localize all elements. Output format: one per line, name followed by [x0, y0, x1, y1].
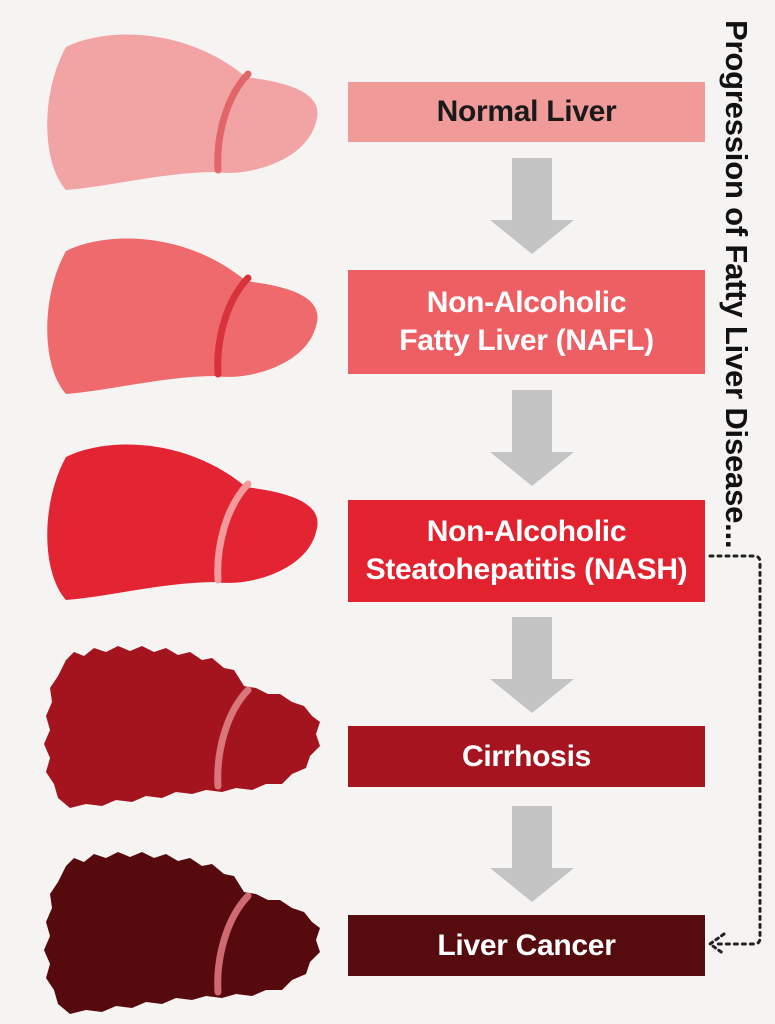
stage-box-liver-cancer: Liver Cancer: [348, 915, 705, 976]
stage-box-normal-liver: Normal Liver: [348, 82, 705, 142]
stage-box-cirrhosis: Cirrhosis: [348, 726, 705, 787]
stage-label-line: Cirrhosis: [461, 739, 591, 773]
liver-cirrhosis-icon: [44, 646, 320, 808]
down-arrow-icon: [490, 158, 574, 254]
stage-label-line: Steatohepatitis (NASH): [365, 553, 688, 586]
liver-normal-icon: [47, 34, 318, 190]
down-arrow-icon: [490, 390, 574, 486]
down-arrow-icon: [490, 617, 574, 713]
stage-box-nash: Non-Alcoholic Steatohepatitis (NASH): [348, 500, 705, 602]
stage-label-line: Liver Cancer: [437, 928, 616, 962]
stage-label-line: Non-Alcoholic: [426, 286, 627, 319]
side-title: Progression of Fatty Liver Disease...: [708, 20, 764, 550]
down-arrow-icon: [490, 806, 574, 902]
stage-label-line: Non-Alcoholic: [426, 515, 627, 548]
stage-label-line: Fatty Liver (NAFL): [399, 324, 654, 357]
liver-nafl-icon: [47, 238, 318, 394]
dotted-connector-arrow-icon: [707, 554, 762, 956]
side-title-text: Progression of Fatty Liver Disease...: [719, 20, 754, 549]
stage-box-nafl: Non-Alcoholic Fatty Liver (NAFL): [348, 270, 705, 374]
liver-nash-icon: [47, 444, 318, 600]
stage-label-line: Normal Liver: [436, 95, 617, 128]
liver-cancer-icon: [44, 852, 320, 1014]
